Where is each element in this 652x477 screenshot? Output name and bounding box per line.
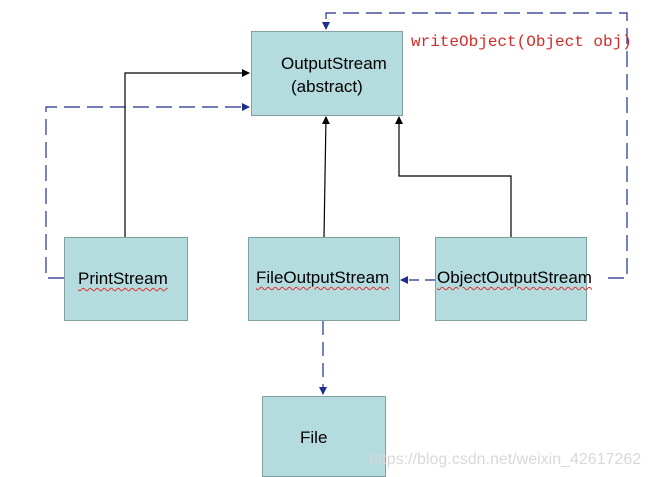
node-outputstream-title: OutputStream	[281, 54, 387, 73]
node-objectoutputstream-title: ObjectOutputStream	[437, 268, 592, 287]
node-fileoutputstream	[248, 237, 400, 321]
node-fileoutputstream-title: FileOutputStream	[256, 268, 390, 287]
node-file	[262, 396, 386, 477]
node-outputstream-subtitle: (abstract)	[291, 77, 363, 96]
node-objectoutputstream	[435, 237, 587, 321]
edge-objectoutputstream-writeobject	[322, 12, 628, 279]
writeobject-annotation: writeObject(Object obj)	[411, 33, 632, 51]
edge-printstream-wraps-outputstream	[45, 103, 250, 279]
watermark-text: https://blog.csdn.net/weixin_42617262	[369, 451, 642, 468]
edge-fileoutputstream-extends-outputstream	[321, 116, 330, 238]
node-printstream	[64, 237, 188, 321]
edge-objectoutputstream-extends-outputstream	[395, 116, 512, 237]
node-outputstream	[251, 31, 403, 116]
node-printstream-title: PrintStream	[78, 269, 168, 288]
edge-printstream-extends-outputstream	[124, 69, 250, 237]
node-file-title: File	[300, 428, 328, 447]
